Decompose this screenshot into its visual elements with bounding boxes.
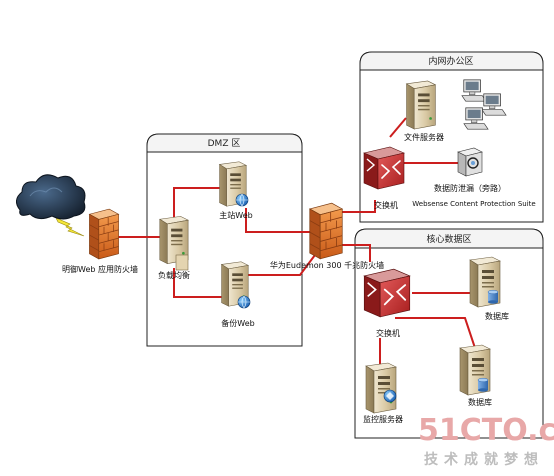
connection-lines	[118, 117, 476, 366]
database-icon	[487, 289, 499, 304]
database-2-label: 数据库	[468, 397, 492, 407]
zone-intranet: 内网办公区	[359, 51, 544, 223]
dlp-device-icon	[457, 147, 483, 177]
link-loadbalancer-backupweb	[173, 268, 222, 298]
link-loadbalancer-mainweb	[173, 187, 222, 218]
monitor-badge-icon	[383, 389, 397, 403]
link-backupweb-corefw	[240, 254, 316, 276]
watermark: 51CTO.com 技术成就梦想	[418, 413, 554, 468]
load-balancer-module	[175, 254, 189, 271]
monitor-server-label: 监控服务器	[363, 414, 403, 424]
link-corefw-intranet-switch	[338, 200, 376, 213]
intranet-switch-icon	[362, 145, 406, 191]
file-server-icon	[406, 80, 436, 130]
file-server-label: 文件服务器	[404, 132, 444, 142]
core-firewall-icon	[309, 202, 343, 260]
zone-dmz: DMZ 区	[146, 133, 303, 347]
web-firewall-label: 明御Web 应用防火墙	[62, 264, 138, 274]
link-intranet-switch-fileserver	[389, 117, 407, 138]
link-corefw-core-switch	[340, 244, 371, 262]
zone-core: 核心数据区	[354, 228, 544, 439]
zone-dmz-title: DMZ 区	[208, 138, 241, 149]
link-core-switch-db2	[395, 317, 476, 349]
watermark-brand: 51CTO.com	[418, 413, 554, 448]
core-switch-label: 交换机	[376, 328, 400, 338]
database-1-label: 数据库	[485, 311, 509, 321]
main-web-label: 主站Web	[219, 210, 252, 220]
dlp-product-label: Websense Content Protection Suite	[412, 200, 535, 208]
globe-icon	[237, 295, 251, 309]
monitor-server-icon	[365, 362, 397, 414]
dlp-label: 数据防泄漏（旁路）	[434, 183, 506, 193]
globe-icon	[235, 193, 249, 207]
lightning-bolt-icon	[55, 217, 85, 237]
backup-web-label: 备份Web	[221, 318, 254, 328]
internet-cloud-icon	[16, 174, 86, 220]
database-icon	[477, 377, 489, 392]
zone-intranet-title: 内网办公区	[428, 55, 473, 67]
watermark-slogan: 技术成就梦想	[424, 451, 544, 468]
web-firewall-icon	[89, 208, 119, 260]
load-balancer-label: 负载均衡	[158, 270, 190, 280]
intranet-switch-label: 交换机	[374, 200, 398, 210]
zone-core-title: 核心数据区	[426, 233, 471, 245]
core-firewall-label: 华为Eudemon 300 千兆防火墙	[270, 260, 384, 270]
core-switch-icon	[363, 267, 411, 319]
link-mainweb-corefw	[245, 208, 315, 233]
workstations-icon	[461, 79, 507, 130]
